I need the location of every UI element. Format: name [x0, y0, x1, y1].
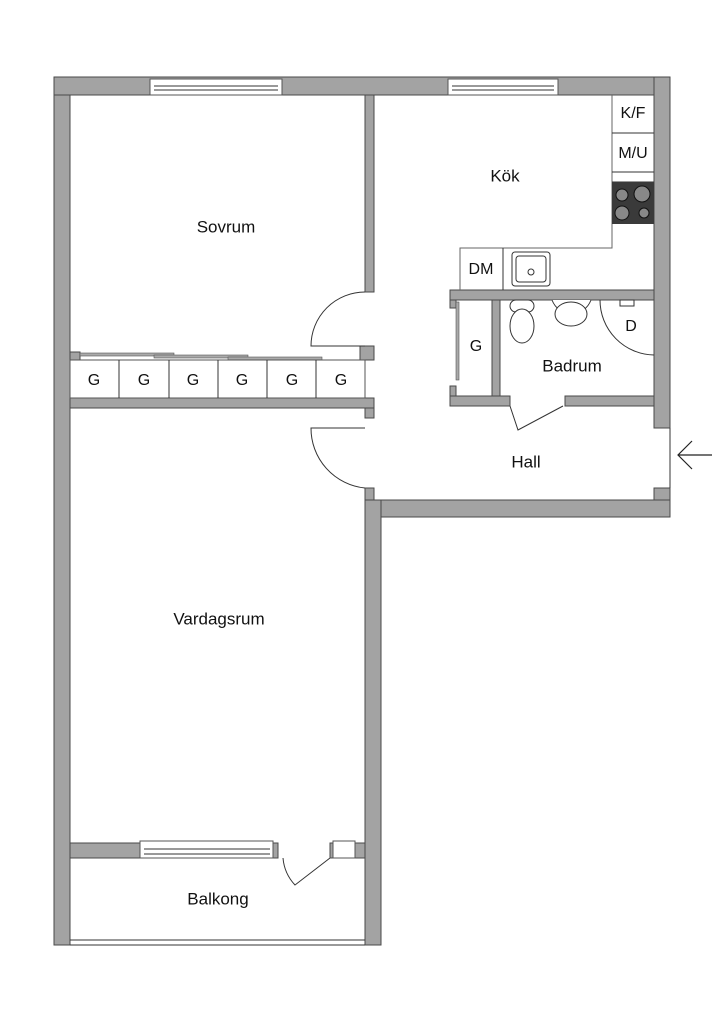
room-label-balkong: Balkong: [187, 889, 248, 908]
room-label-badrum: Badrum: [542, 356, 602, 375]
walls: [53, 76, 671, 946]
wardrobe-label: G: [286, 372, 298, 389]
stove-icon: [612, 182, 654, 224]
microwave-oven-label: M/U: [618, 145, 647, 162]
room-label-vardagsrum: Vardagsrum: [173, 609, 264, 628]
wardrobe-label: G: [335, 372, 347, 389]
washbasin-icon: [551, 299, 592, 327]
wardrobe-row: G G G G G G: [69, 359, 366, 399]
toilet-icon: [509, 299, 535, 344]
dryer-label: D: [625, 318, 637, 335]
fridge-freezer-label: K/F: [621, 105, 646, 122]
wardrobe-label: G: [138, 372, 150, 389]
sink-icon: [511, 251, 551, 287]
room-label-hall: Hall: [511, 452, 540, 471]
kitchen-counter: K/F M/U DM: [459, 95, 654, 290]
wardrobe-label: G: [88, 372, 100, 389]
wardrobe-label: G: [187, 372, 199, 389]
dishwasher-label: DM: [469, 261, 494, 278]
wardrobe-doors: [79, 301, 460, 381]
room-label-kok: Kök: [490, 166, 520, 185]
shower-icon: [599, 299, 655, 356]
windows: [139, 78, 559, 859]
doors: [282, 291, 671, 886]
wardrobe-label: G: [236, 372, 248, 389]
room-label-sovrum: Sovrum: [197, 217, 256, 236]
entrance-arrow-icon: [677, 440, 712, 470]
bathroom-fixtures: D G: [470, 299, 655, 356]
closet-label: G: [470, 338, 482, 355]
